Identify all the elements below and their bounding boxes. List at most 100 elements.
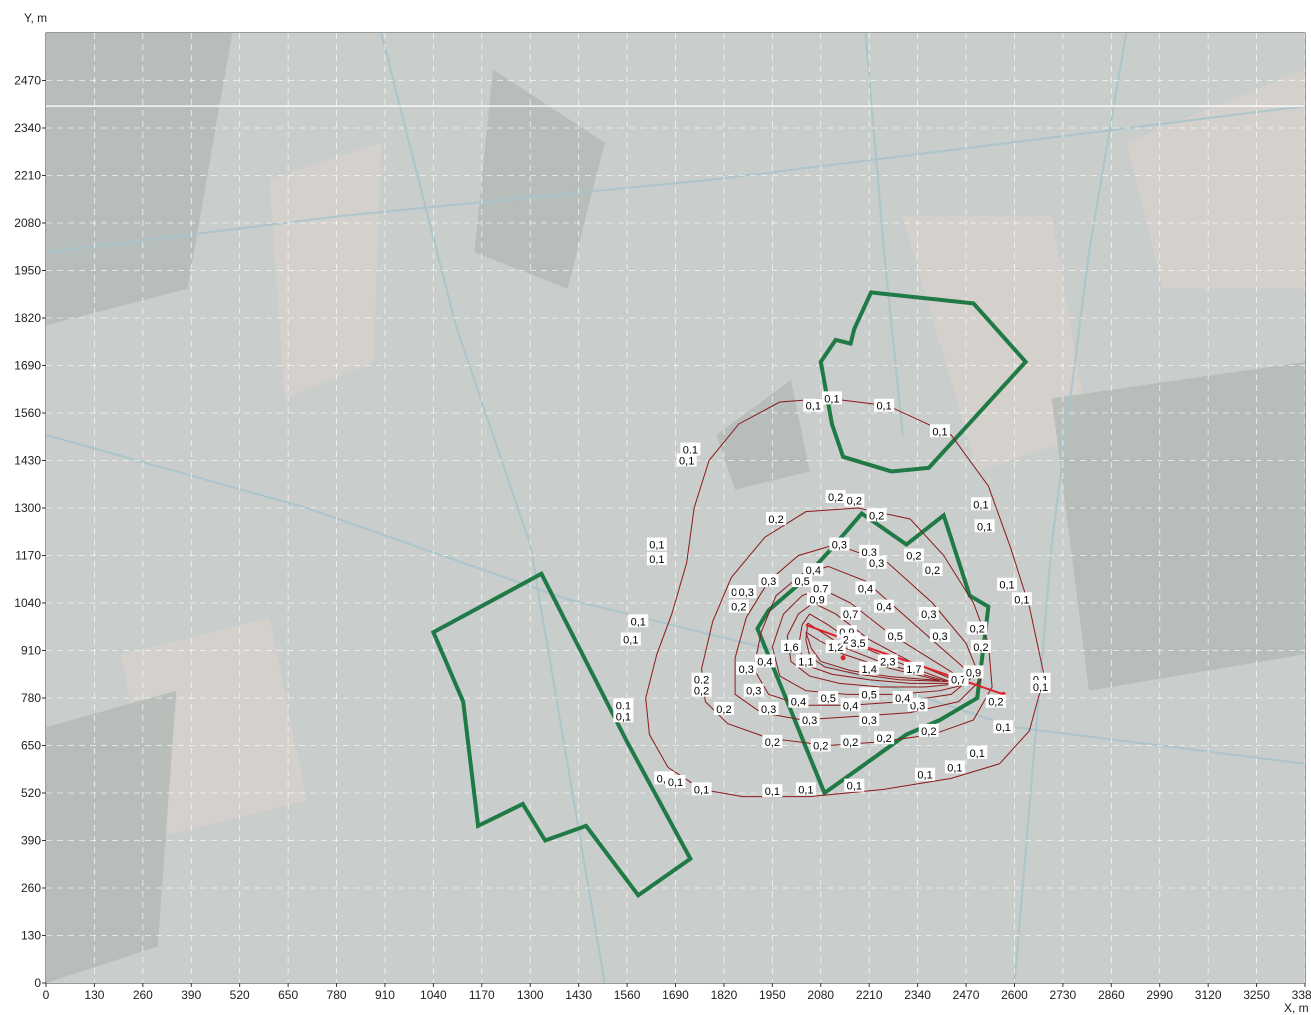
y-tick-label: 910	[21, 644, 41, 658]
isoline-label: 0,1	[676, 453, 697, 468]
x-tick-label: 1560	[614, 988, 641, 1002]
x-tick-label: 1820	[711, 988, 738, 1002]
x-tick-label: 1040	[420, 988, 447, 1002]
isoline-label: 0,2	[825, 490, 846, 504]
isoline-label-bg	[866, 508, 887, 522]
isoline-label-bg	[780, 639, 801, 653]
isoline-label-text: 0,2	[973, 642, 988, 654]
isoline-label: 0,1	[970, 497, 991, 511]
isoline-label-bg	[792, 574, 813, 588]
isoline-label-text: 0,2	[869, 510, 884, 522]
isoline-label-text: 0,1	[876, 401, 891, 413]
isoline-label-bg	[859, 544, 880, 558]
isoline-label-bg	[840, 698, 861, 712]
isoline-label: 0,1	[967, 745, 988, 760]
isoline-label: 0,5	[818, 691, 839, 705]
isoline-label: 0,1	[874, 398, 895, 413]
x-tick-label: 260	[133, 988, 153, 1002]
isoline-label-text: 0,4	[876, 602, 891, 614]
isoline-label-bg	[818, 691, 839, 704]
isoline-label-bg	[855, 581, 876, 595]
isoline-label: 0,2	[985, 694, 1006, 709]
isoline-label: 0,1	[613, 709, 634, 723]
isoline-label: 0,4	[754, 654, 775, 668]
isoline-label: 0,3	[866, 555, 887, 570]
isoline-label-text: 0,3	[910, 700, 925, 712]
y-tick-label: 520	[21, 786, 41, 800]
isoline-label: 0,1	[1011, 592, 1032, 606]
isoline-label: 1,4	[859, 661, 880, 676]
isoline-label-bg	[628, 614, 649, 628]
isoline-label-text: 0,1	[932, 426, 947, 438]
y-tick-label: 1690	[14, 359, 41, 373]
y-tick-label: 390	[21, 834, 41, 848]
isoline-label-bg	[691, 672, 712, 686]
isoline-label-bg	[1011, 592, 1032, 606]
isoline-label: 0,3	[918, 606, 939, 621]
x-tick-label: 910	[375, 988, 395, 1002]
isoline-label-text: 0,4	[791, 697, 806, 709]
isoline-label: 0,1	[628, 614, 649, 628]
isoline-label: 3,5	[848, 636, 869, 650]
isoline-label: 0,1	[844, 778, 865, 793]
isoline-label: 0,5	[792, 574, 813, 588]
isoline-label: 0,1	[646, 537, 667, 552]
isoline-label-text: 1,7	[906, 664, 921, 676]
isoline-label: 0,1	[974, 519, 995, 533]
isoline-label-text: 0,1	[1033, 682, 1048, 694]
isoline-label-bg	[974, 519, 995, 533]
x-tick-label: 2730	[1050, 988, 1077, 1002]
isoline-label-bg	[736, 661, 757, 675]
y-tick-label: 260	[21, 881, 41, 895]
isoline-label-bg	[736, 585, 757, 599]
isoline-label-text: 0,2	[988, 697, 1003, 709]
isoline-label-text: 0,1	[806, 401, 821, 413]
isoline-label-bg	[840, 734, 861, 748]
isoline-label-bg	[944, 760, 965, 774]
isoline-label: 0,5	[885, 628, 906, 643]
isoline-label-bg	[691, 683, 712, 697]
source-point	[840, 655, 846, 661]
isoline-label-text: 0,1	[616, 711, 631, 723]
map-field-patch	[1126, 69, 1305, 289]
map-field-patch	[474, 69, 605, 289]
isoline-label: 0,2	[810, 738, 831, 753]
isoline-label-bg	[866, 555, 887, 569]
isoline-label-text: 0,1	[694, 784, 709, 796]
isoline-label-text: 0,1	[679, 456, 694, 468]
isoline-label-bg	[985, 694, 1006, 708]
isoline-label-bg	[825, 490, 846, 504]
isoline-label-text: 0,9	[966, 667, 981, 679]
y-tick-label: 2210	[14, 169, 41, 183]
isoline-label-bg	[680, 442, 701, 456]
isoline-label: 0,1	[795, 782, 816, 796]
isoline-label: 0,3	[736, 661, 757, 676]
y-tick-label: 1950	[14, 264, 41, 278]
x-tick-label: 2210	[856, 988, 883, 1002]
isoline-label-text: 0,2	[768, 514, 783, 526]
isoline-label-text: 0,2	[925, 565, 940, 577]
isoline-label-text: 0,4	[757, 656, 772, 668]
isoline-label-text: 0,2	[765, 737, 780, 749]
isoline-label-text: 0,2	[813, 741, 828, 753]
isoline-label: 0,1	[997, 577, 1018, 592]
isoline-label-bg	[795, 654, 816, 668]
isoline-label: 0,3	[929, 628, 950, 643]
x-tick-label: 130	[84, 988, 104, 1002]
isoline-label-text: 0,2	[921, 726, 936, 738]
map-field-patch	[716, 380, 810, 490]
isoline-label-bg	[613, 698, 634, 712]
isoline-label-bg	[859, 661, 880, 675]
isoline-label-text: 0,1	[970, 748, 985, 760]
isoline-label-bg	[885, 628, 906, 642]
y-tick-label: 1170	[15, 549, 41, 563]
isoline-label-text: 3,5	[850, 638, 865, 650]
isoline-label: 0,3	[859, 712, 880, 727]
isoline-label-text: 0,2	[970, 624, 985, 636]
isoline-label-bg	[970, 639, 991, 653]
isoline-label-text: 0,1	[631, 616, 646, 628]
isoline-label: 0,3	[743, 683, 764, 698]
isoline-label-bg	[967, 621, 988, 635]
isoline-label-bg	[844, 493, 865, 507]
isoline-label-bg	[743, 683, 764, 697]
